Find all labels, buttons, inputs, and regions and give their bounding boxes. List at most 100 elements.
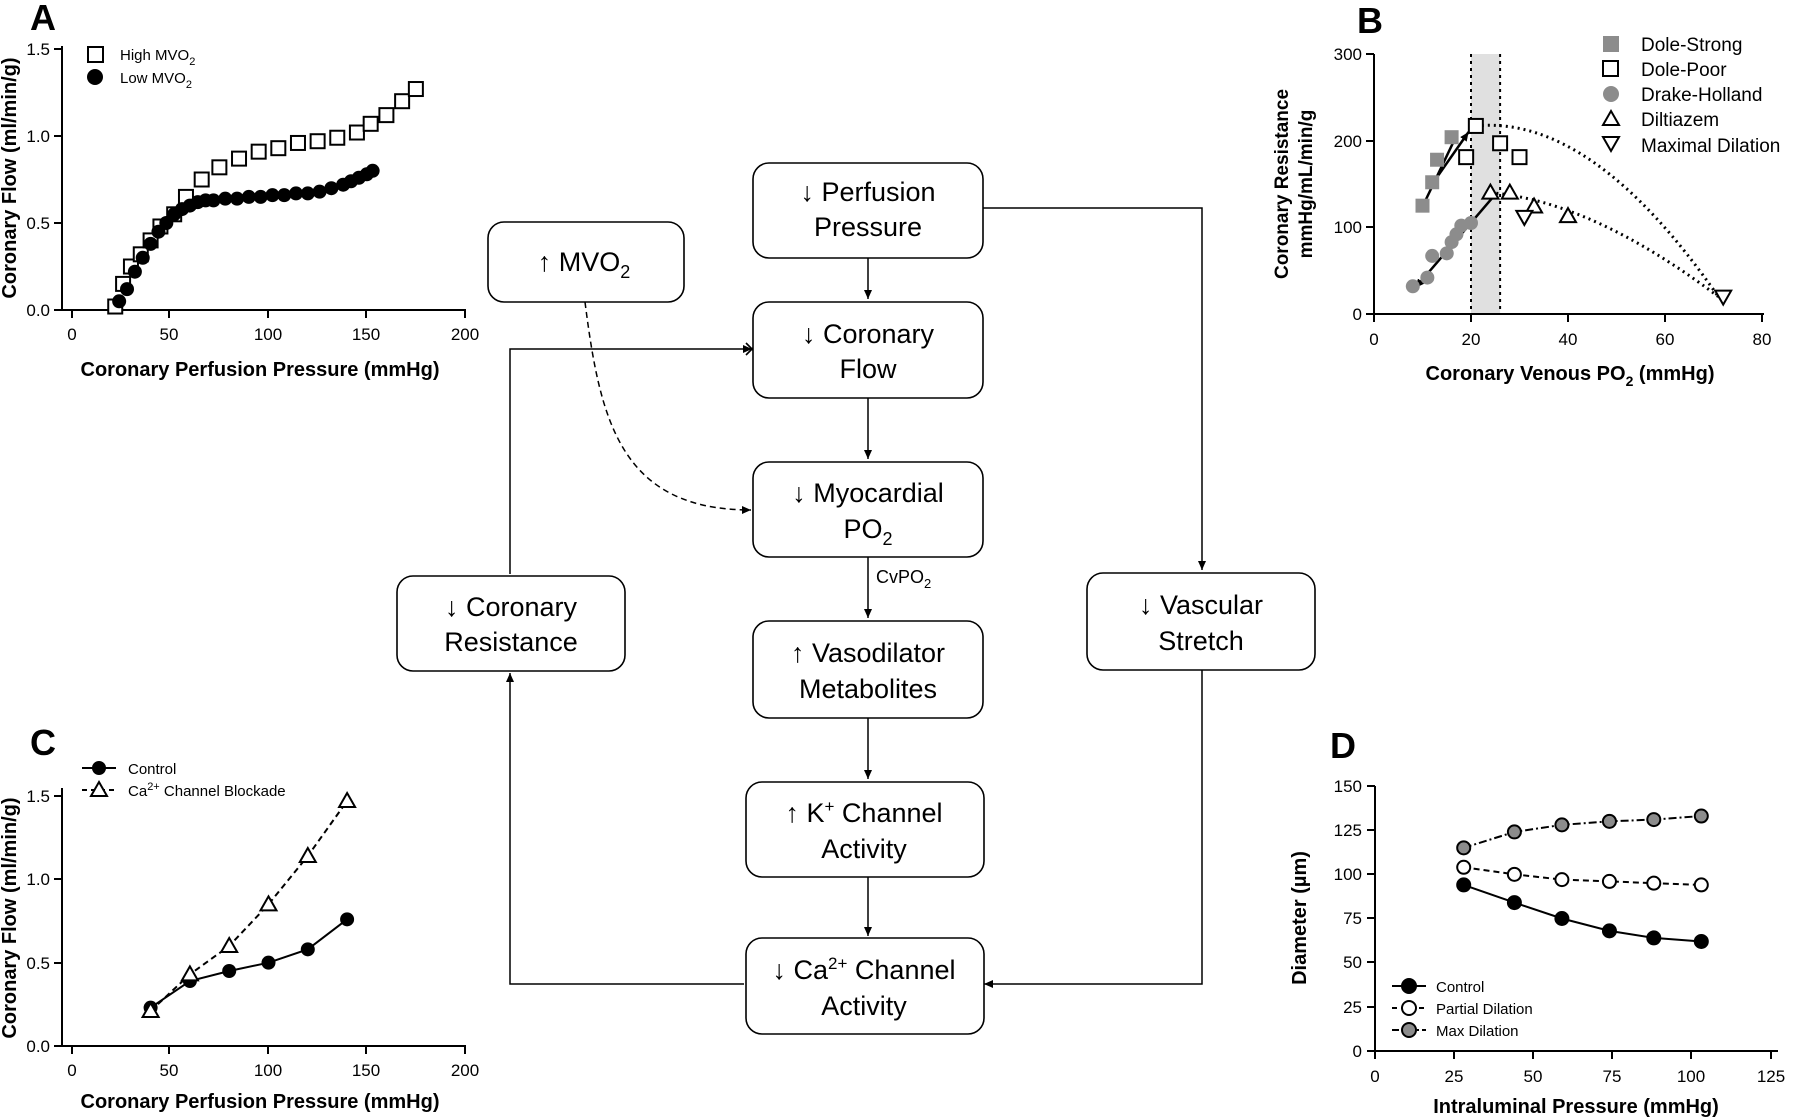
panel-b-xtick-4: 80 [1753, 330, 1772, 349]
panel-d-ytick-5: 125 [1334, 821, 1362, 840]
panel-c: C 0 50 100 150 200 0.0 0.5 1.0 1.5 Coron… [0, 722, 479, 1113]
panel-b-series-3-point-0 [1480, 182, 1501, 200]
panel-a-series-0-point-19 [394, 93, 411, 110]
panel-b-letter: B [1357, 0, 1383, 41]
box-k-channel [745, 781, 985, 878]
panel-a-series-1-point-17 [265, 188, 280, 203]
panel-a-legend: High MVO2 Low MVO2 [87, 46, 195, 91]
panel-d-series-1-point-0 [1456, 859, 1472, 875]
panel-d-series-2-point-4 [1646, 812, 1662, 828]
panel-b-series-2-point-2 [1425, 248, 1440, 263]
panel-a-series-0-point-18 [378, 107, 395, 124]
box-mvo2 [487, 221, 685, 303]
panel-c-series-line-1 [149, 800, 348, 1012]
panel-d-ytick-2: 50 [1343, 953, 1362, 972]
box-vasodilator [752, 620, 984, 719]
flow-diagram: ↓ Perfusion Pressure ↑ MVO2 ↓ Coronary F… [396, 162, 1316, 1035]
panel-b-xtick-3: 60 [1656, 330, 1675, 349]
panel-b-series-0-point-1 [1425, 175, 1440, 190]
panel-b-series-0-point-3 [1444, 130, 1459, 145]
box-coronary-flow [752, 301, 984, 399]
panel-d-xtick-1: 25 [1445, 1067, 1464, 1086]
panel-d-xtick-2: 50 [1524, 1067, 1543, 1086]
panel-d-series-1-point-3 [1601, 873, 1617, 889]
box-stretch-line1: ↓ Vascular [1139, 590, 1263, 620]
panel-b-series-2-point-3 [1439, 246, 1454, 261]
panel-c-legend-marker-blockade [89, 779, 109, 797]
panel-d-legend: Control Partial Dilation Max Dilation [1392, 978, 1533, 1040]
arrow-mvo2-to-myocardial [584, 301, 752, 514]
panel-d-series-0-point-4 [1646, 930, 1662, 946]
panel-a-series-0-point-17 [362, 115, 379, 132]
panel-d-series-0-point-3 [1601, 923, 1617, 939]
panel-b-legend: Dole-Strong Dole-Poor Drake-Holland Dilt… [1601, 35, 1780, 157]
panel-a-series-1-point-12 [206, 193, 221, 208]
panel-a-series-0-point-8 [193, 171, 210, 188]
panel-b-trend-lower [1490, 191, 1720, 298]
panel-b-series-3-point-3 [1558, 206, 1578, 224]
panel-b-series-0-point-0 [1415, 198, 1430, 213]
panel-d-series-1-point-2 [1554, 872, 1570, 888]
panel-d-ytick-1: 25 [1343, 998, 1362, 1017]
panel-b: B 0 20 40 60 80 0 100 200 300 Coro [1272, 0, 1780, 389]
box-coronary-resistance [396, 575, 626, 672]
panel-c-series-1-point-3 [258, 894, 279, 912]
box-perfusion-pressure [752, 162, 984, 259]
panel-d-xtick-4: 100 [1677, 1067, 1705, 1086]
panel-d-xtick-0: 0 [1370, 1067, 1379, 1086]
panel-b-legend-marker-diltiazem [1601, 108, 1621, 126]
panel-d-xtick-3: 75 [1603, 1067, 1622, 1086]
panel-b-series-2-point-7 [1464, 216, 1478, 230]
panel-d-xlabel: Intraluminal Pressure (mmHg) [1433, 1096, 1719, 1118]
box-resistance-line1: ↓ Coronary [445, 592, 578, 622]
panel-a-plot [107, 81, 424, 315]
arrow-perfusion-to-stretch [980, 207, 1206, 570]
panel-a-series-1-point-4 [143, 236, 158, 251]
box-vascular-stretch [1086, 572, 1316, 671]
panel-c-plot [140, 790, 357, 1018]
panel-b-ylabel-line2: mmHg/mL/min/g [1296, 110, 1317, 259]
panel-a-xlabel: Coronary Perfusion Pressure (mmHg) [81, 359, 440, 381]
panel-d-legend-marker-control [1401, 978, 1417, 994]
panel-d: D 0 25 50 75 100 125 0 25 50 [1289, 725, 1785, 1118]
panel-a-legend-low: Low MVO2 [120, 70, 192, 91]
panel-b-ytick-3: 300 [1334, 45, 1362, 64]
panel-d-ytick-3: 75 [1343, 909, 1362, 928]
panel-a-letter: A [30, 0, 56, 38]
panel-a-legend-marker-low [87, 69, 103, 85]
panel-d-plot [1456, 808, 1709, 949]
box-k-line1: ↑ K+ Channel [785, 797, 942, 828]
panel-a-series-1-point-20 [300, 186, 315, 201]
panel-d-series-1-point-1 [1506, 866, 1522, 882]
panel-a-ytick-0: 0.0 [26, 301, 50, 320]
panel-d-series-0-point-0 [1456, 877, 1472, 893]
panel-c-series-1-point-0 [140, 1000, 161, 1018]
panel-c-series-1-point-4 [298, 845, 318, 863]
panel-a-series-1-point-1 [120, 282, 135, 297]
panel-c-series-0-point-3 [261, 955, 276, 970]
panel-b-series-4-point-1 [1713, 289, 1733, 307]
panel-d-legend-max: Max Dilation [1436, 1023, 1519, 1040]
panel-c-xtick-3: 150 [352, 1061, 380, 1080]
panel-c-ytick-1: 0.5 [26, 954, 50, 973]
panel-d-legend-marker-partial [1401, 1000, 1417, 1016]
panel-a-legend-marker-high [87, 46, 104, 63]
panel-a-series-0-point-20 [407, 81, 424, 98]
panel-d-series-2-point-5 [1693, 808, 1709, 824]
panel-a-x-ticks: 0 50 100 150 200 [67, 310, 479, 344]
panel-c-legend-control: Control [128, 761, 176, 778]
panel-b-ytick-0: 0 [1353, 305, 1362, 324]
panel-a-series-1-point-19 [289, 186, 304, 201]
panel-b-ytick-1: 100 [1334, 218, 1362, 237]
panel-c-xtick-4: 200 [451, 1061, 479, 1080]
box-vasodilator-line1: ↑ Vasodilator [791, 638, 945, 668]
panel-a-series-0-point-13 [289, 134, 306, 151]
panel-c-xlabel: Coronary Perfusion Pressure (mmHg) [81, 1091, 440, 1113]
panel-d-series-0-point-2 [1554, 911, 1570, 926]
panel-b-legend-marker-dole-poor [1602, 60, 1619, 77]
panel-b-legend-marker-drake-holland [1603, 86, 1619, 102]
panel-d-legend-marker-max [1401, 1022, 1417, 1038]
panel-b-xtick-0: 0 [1369, 330, 1378, 349]
box-flow-line1: ↓ Coronary [802, 319, 935, 349]
